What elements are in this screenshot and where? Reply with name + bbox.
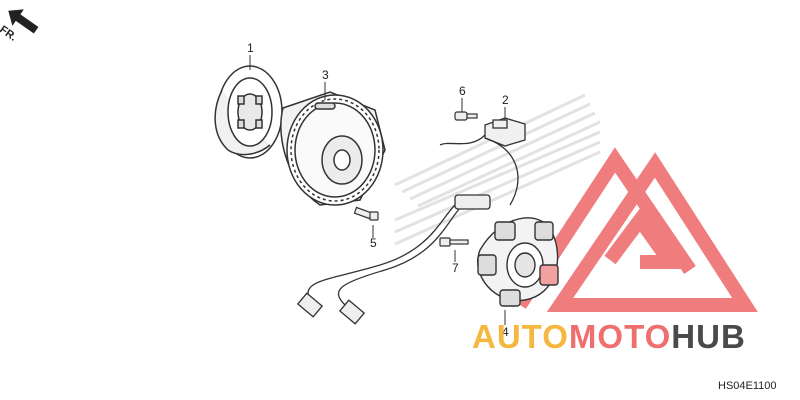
rotor-bolt (353, 206, 379, 221)
background-stripes (394, 93, 601, 246)
leader-lines (249, 55, 506, 325)
watermark-moto: MOTO (569, 318, 671, 355)
direction-indicator: FR. (0, 9, 39, 44)
callout-4: 4 (502, 325, 509, 339)
stator (477, 217, 559, 307)
callout-1: 1 (247, 41, 254, 55)
callout-2: 2 (502, 93, 509, 107)
callout-6: 6 (459, 84, 466, 98)
direction-label: FR. (0, 24, 19, 44)
flywheel-ring (214, 65, 283, 159)
watermark-text: AUTOMOTOHUB (472, 318, 746, 355)
pulse-generator (484, 117, 526, 147)
sensor-screw (454, 111, 478, 121)
wiring-harness (296, 134, 519, 325)
flywheel-rotor (280, 91, 386, 206)
arrow-up-left-icon (8, 9, 39, 34)
callout-5: 5 (370, 236, 377, 250)
callout-7: 7 (452, 261, 459, 275)
watermark-hub: HUB (671, 318, 746, 355)
callout-3: 3 (322, 68, 329, 82)
watermark-auto: AUTO (472, 318, 569, 355)
svg-text:AUTOMOTOHUB: AUTOMOTOHUB (472, 318, 746, 355)
diagram-code: HS04E1100 (718, 380, 777, 392)
stator-bolt (439, 237, 469, 247)
